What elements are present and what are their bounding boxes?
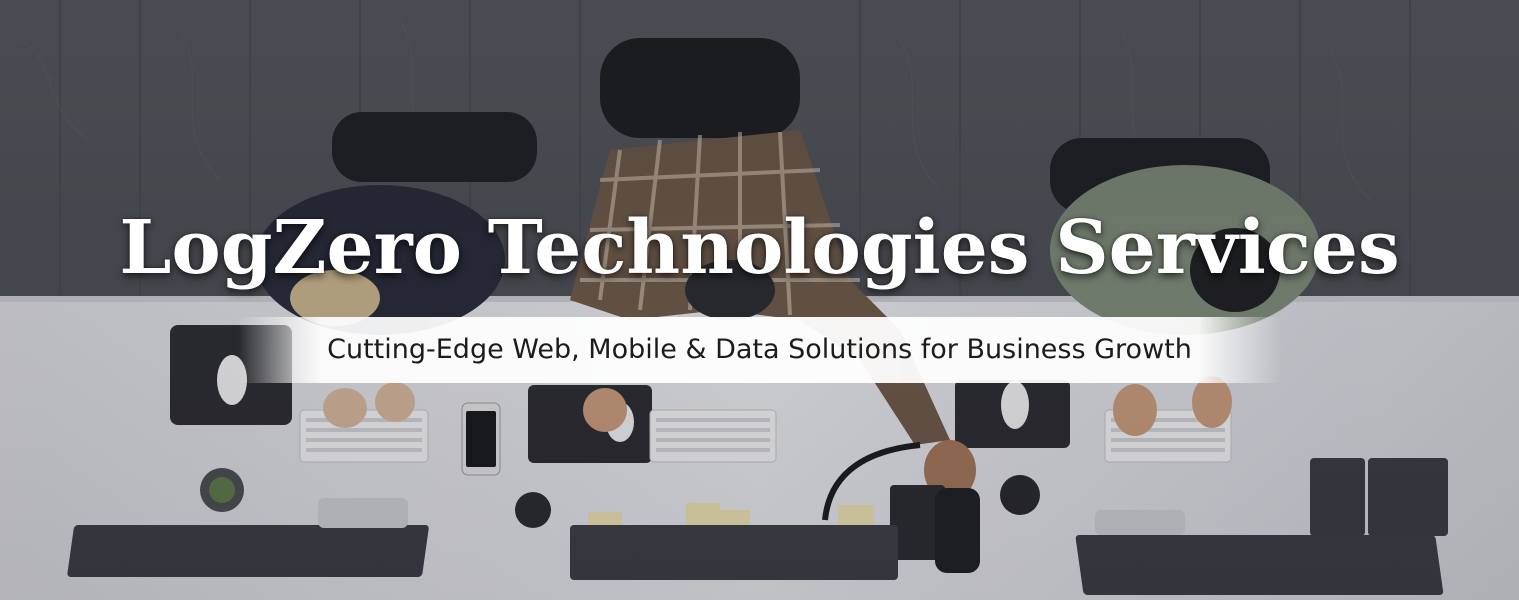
hero-subtitle: Cutting-Edge Web, Mobile & Data Solution… [327,334,1192,365]
subtitle-band [238,317,1282,383]
hero-title: LogZero Technologies Services [119,205,1400,291]
